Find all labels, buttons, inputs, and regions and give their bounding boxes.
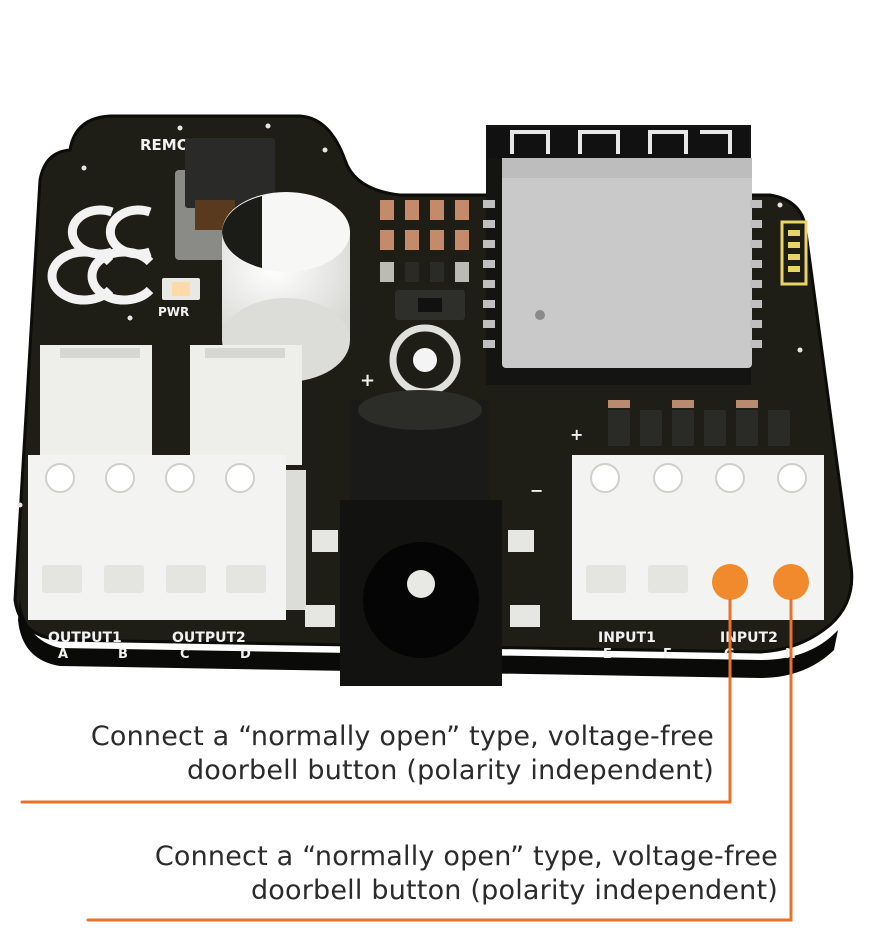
ce-mark-icon: [47, 205, 154, 305]
callout-1-line-1: Connect a “normally open” type, voltage-…: [90, 721, 714, 752]
remote-label: REMO: [140, 136, 189, 154]
terminal-letter-d: D: [240, 647, 251, 662]
output1-label: OUTPUT1: [48, 630, 122, 646]
prog-header: [780, 220, 808, 286]
terminal-letter-c: C: [180, 647, 190, 662]
callout-2-line-2: doorbell button (polarity independent): [250, 875, 778, 906]
terminal-letter-e: E: [603, 647, 612, 662]
plus-label-left: +: [360, 370, 375, 391]
esp-wifi-module: [483, 125, 762, 385]
smd-components: [380, 200, 469, 320]
input2-terminal-g-marker: [712, 564, 748, 600]
dc-barrel-jack: [305, 390, 540, 686]
input-components: [608, 400, 790, 446]
input-terminal-block: [572, 455, 824, 620]
plus-label-right: +: [570, 425, 583, 444]
terminal-letters-left: A B C D: [58, 647, 251, 662]
callout-2-line-1: Connect a “normally open” type, voltage-…: [154, 841, 778, 872]
output2-label: OUTPUT2: [172, 630, 246, 646]
terminal-letter-a: A: [58, 647, 68, 662]
callout-1: Connect a “normally open” type, voltage-…: [91, 720, 714, 788]
leader-line-2: [86, 598, 793, 922]
callout-2: Connect a “normally open” type, voltage-…: [155, 840, 778, 908]
input2-terminal-h-marker: [773, 564, 809, 600]
pwr-led: PWR: [158, 278, 200, 319]
minus-label: −: [530, 481, 543, 500]
output-terminal-block: [28, 345, 306, 620]
callout-leader-lines: [20, 598, 793, 922]
callout-1-line-2: doorbell button (polarity independent): [186, 755, 714, 786]
terminal-letter-f: F: [663, 647, 672, 662]
input2-label: INPUT2: [720, 630, 778, 646]
pwr-label: PWR: [158, 305, 189, 319]
leader-line-1: [20, 598, 732, 804]
input1-label: INPUT1: [598, 630, 656, 646]
terminal-letter-b: B: [118, 647, 128, 662]
